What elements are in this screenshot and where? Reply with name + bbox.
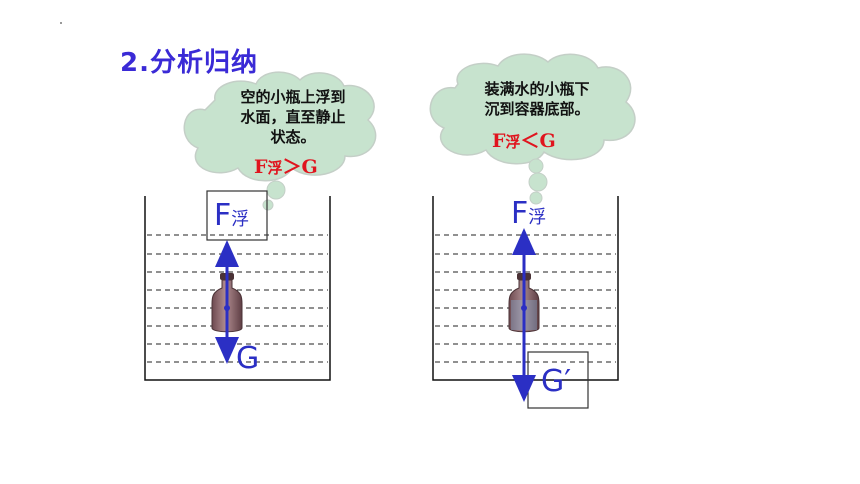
thought-cloud-right — [429, 53, 636, 205]
thought-cloud-left — [183, 71, 377, 211]
cloud-text-right: 装满水的小瓶下 沉到容器底部。 — [466, 79, 608, 119]
corner-dot — [60, 22, 62, 24]
formula-right: F浮＜G — [492, 130, 556, 152]
cloud-text-left: 空的小瓶上浮到 水面，直至静止 状态。 — [222, 87, 364, 147]
gravity-label-right: G′ — [541, 364, 572, 399]
cloud-line: 沉到容器底部。 — [484, 100, 590, 118]
cloud-line: 状态。 — [270, 128, 316, 146]
buoyancy-label-left: F浮 — [214, 198, 250, 233]
cloud-line: 水面，直至静止 — [240, 108, 346, 126]
gravity-label-left: G — [236, 341, 260, 376]
beaker-left — [144, 196, 331, 381]
cloud-line: 空的小瓶上浮到 — [240, 88, 346, 106]
force-arrows-right — [512, 228, 536, 402]
page-title: 2.分析归纳 — [120, 48, 258, 78]
force-arrows-left — [215, 240, 239, 364]
formula-left: F浮＞G — [254, 156, 318, 178]
cloud-line: 装满水的小瓶下 — [484, 80, 590, 98]
buoyancy-label-right: F浮 — [511, 196, 547, 231]
